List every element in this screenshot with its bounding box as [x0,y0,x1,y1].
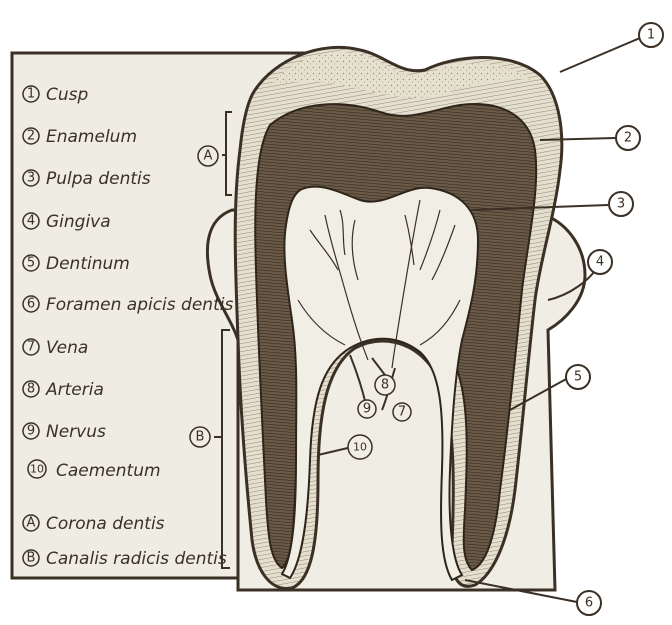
svg-text:10: 10 [353,441,367,454]
legend-list: 1 Cusp 2 Enamelum 3 Pulpa dentis 4 Gingi… [22,85,233,569]
legend-label: Pulpa dentis [46,169,151,189]
legend-marker: 2 [27,129,35,144]
legend-item: 4 Gingiva [22,212,111,232]
svg-text:A: A [204,149,213,164]
legend-item: 2 Enamelum [22,127,137,147]
legend-marker: 4 [27,214,35,229]
legend-marker: 7 [27,340,35,355]
legend-label: Corona dentis [46,514,165,534]
legend-marker: 6 [27,297,35,312]
legend-label: Arteria [45,380,104,400]
legend-marker: 9 [27,424,35,439]
callout-6: 6 [576,590,602,616]
legend-item: B Canalis radicis dentis [22,549,227,569]
legend-marker: 8 [27,382,35,397]
region-bracket-b [214,329,230,569]
legend-marker: 5 [27,256,35,271]
legend-marker: A [27,516,36,531]
svg-text:7: 7 [398,405,406,420]
legend-item: 7 Vena [22,338,88,358]
legend-item: 5 Dentinum [22,254,130,274]
svg-text:9: 9 [363,402,371,417]
legend-marker: 10 [30,463,44,476]
callout-10: 10 [347,434,373,460]
legend-marker: 1 [27,87,35,102]
callout-9: 9 [357,399,377,419]
svg-text:1: 1 [647,28,655,43]
callout-8: 8 [374,374,396,396]
legend-label: Cusp [46,85,89,105]
legend-label: Gingiva [46,212,111,232]
legend-label: Canalis radicis dentis [46,549,227,569]
region-bracket-a [222,111,232,196]
legend-item: 8 Arteria [22,380,104,400]
legend-item: 1 Cusp [22,85,89,105]
callout-1: 1 [638,22,664,48]
svg-text:4: 4 [596,255,604,270]
svg-text:3: 3 [617,197,625,212]
legend-label: Foramen apicis dentis [46,295,233,315]
legend-label: Vena [46,338,88,358]
svg-text:6: 6 [585,596,593,611]
legend-marker: B [27,551,36,566]
svg-text:2: 2 [624,131,632,146]
svg-text:8: 8 [381,378,389,393]
svg-text:5: 5 [574,370,582,385]
callout-2: 2 [615,125,641,151]
pulp-vessels [297,199,461,369]
legend-item: 9 Nervus [22,422,106,442]
svg-text:B: B [196,430,205,445]
callout-3: 3 [608,191,634,217]
region-marker-b: B [189,426,211,448]
callout-4: 4 [587,249,613,275]
legend-item: 10 Caementum [27,459,161,481]
callout-7: 7 [392,402,412,422]
legend-item: 6 Foramen apicis dentis [22,295,233,315]
legend-item: 3 Pulpa dentis [22,169,151,189]
legend-marker: 3 [27,171,35,186]
callout-5: 5 [565,364,591,390]
region-marker-a: A [197,145,219,167]
legend-label: Nervus [46,422,106,442]
pulp-chamber [280,185,480,582]
legend-label: Dentinum [46,254,130,274]
legend-item: A Corona dentis [22,514,165,534]
cusp-enamel-cap [270,52,530,98]
legend-label: Caementum [56,461,161,481]
legend-label: Enamelum [46,127,137,147]
